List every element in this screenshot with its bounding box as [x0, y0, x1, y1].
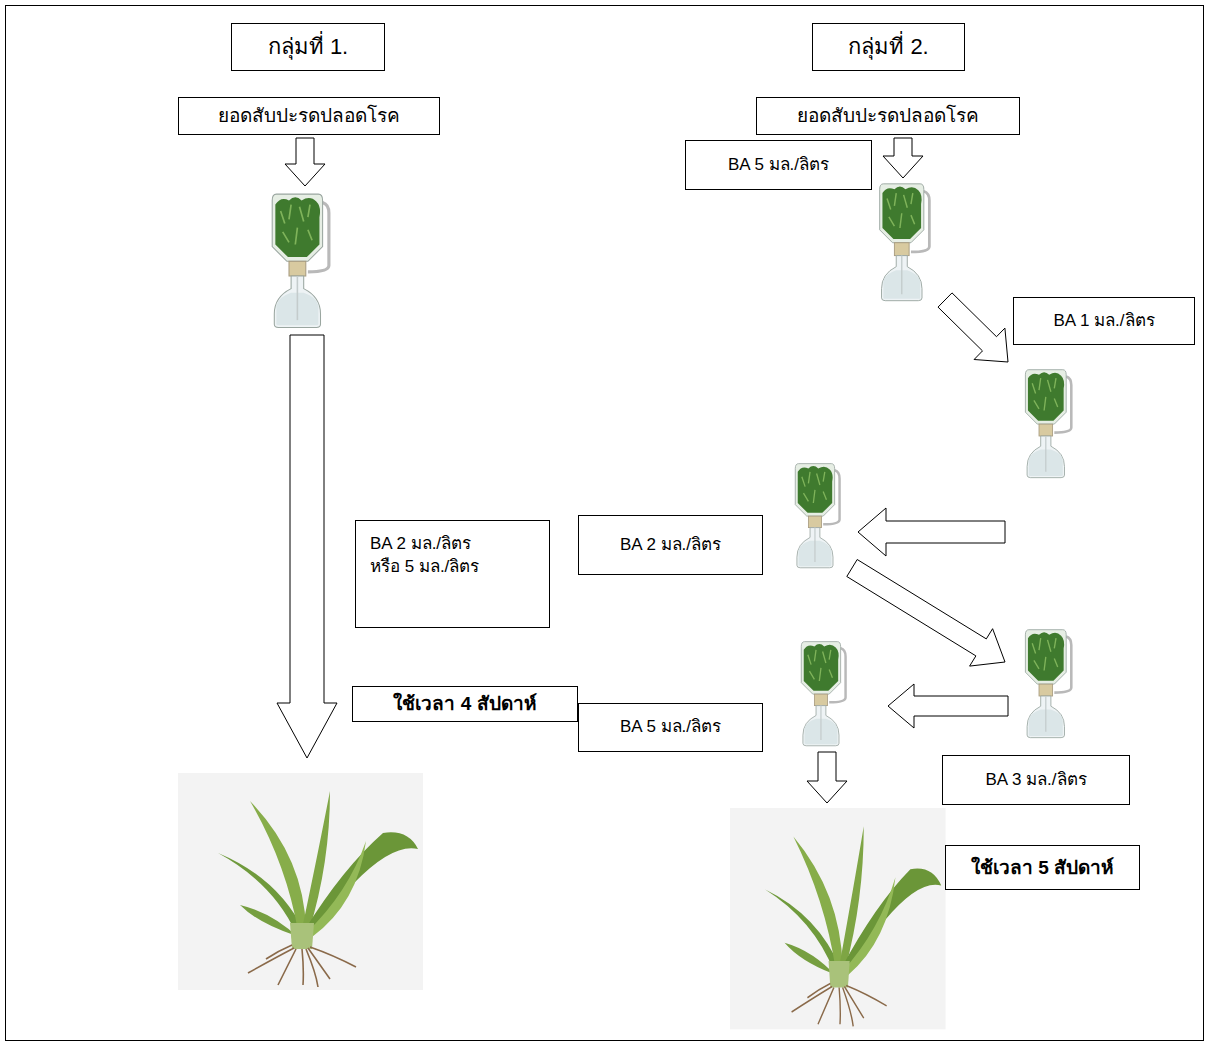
bioreactor	[1025, 370, 1071, 478]
block-arrow	[883, 138, 923, 178]
process-box: BA 5 มล./ลิตร	[578, 703, 763, 752]
box-text: กลุ่มที่ 2.	[848, 32, 928, 62]
process-box: BA 2 มล./ลิตร	[578, 515, 763, 575]
box-text: ยอดสับปะรดปลอดโรค	[218, 103, 400, 129]
block-arrow	[888, 684, 1008, 728]
box-text: BA 5 มล./ลิตร	[620, 716, 721, 739]
process-box: กลุ่มที่ 2.	[812, 23, 965, 71]
box-text: ใช้เวลา 5 สัปดาห์	[971, 855, 1114, 881]
box-text: ยอดสับปะรดปลอดโรค	[797, 103, 979, 129]
box-text: BA 5 มล./ลิตร	[728, 154, 829, 177]
process-box: BA 5 มล./ลิตร	[685, 140, 872, 190]
box-text: กลุ่มที่ 1.	[268, 32, 348, 62]
process-box: ยอดสับปะรดปลอดโรค	[756, 97, 1020, 135]
process-box: BA 3 มล./ลิตร	[942, 755, 1130, 805]
process-box: BA 2 มล./ลิตร หรือ 5 มล./ลิตร	[355, 520, 550, 628]
plantlet-photo	[730, 808, 946, 1029]
process-box: ใช้เวลา 5 สัปดาห์	[945, 845, 1140, 890]
box-text: BA 1 มล./ลิตร	[1053, 310, 1154, 333]
box-text: ใช้เวลา 4 สัปดาห์	[393, 691, 536, 717]
block-arrow	[277, 335, 337, 758]
plantlet-photo	[178, 773, 423, 990]
bioreactor	[272, 194, 329, 327]
box-text: BA 2 มล./ลิตร หรือ 5 มล./ลิตร	[370, 533, 505, 579]
box-text: BA 2 มล./ลิตร	[620, 534, 721, 557]
block-arrow	[285, 138, 325, 186]
frame-border	[6, 6, 1204, 1041]
block-arrow	[938, 293, 1008, 362]
process-box: BA 1 มล./ลิตร	[1013, 297, 1195, 345]
process-box: ยอดสับปะรดปลอดโรค	[178, 97, 440, 135]
bioreactor	[795, 464, 839, 568]
block-arrow	[807, 752, 847, 803]
process-box: กลุ่มที่ 1.	[231, 23, 385, 71]
block-arrow	[847, 560, 1005, 667]
box-text: BA 3 มล./ลิตร	[985, 769, 1086, 792]
block-arrow	[858, 508, 1005, 556]
bioreactor	[1025, 630, 1071, 738]
bioreactor	[880, 184, 930, 301]
process-box: ใช้เวลา 4 สัปดาห์	[352, 686, 578, 722]
bioreactor	[801, 642, 845, 746]
